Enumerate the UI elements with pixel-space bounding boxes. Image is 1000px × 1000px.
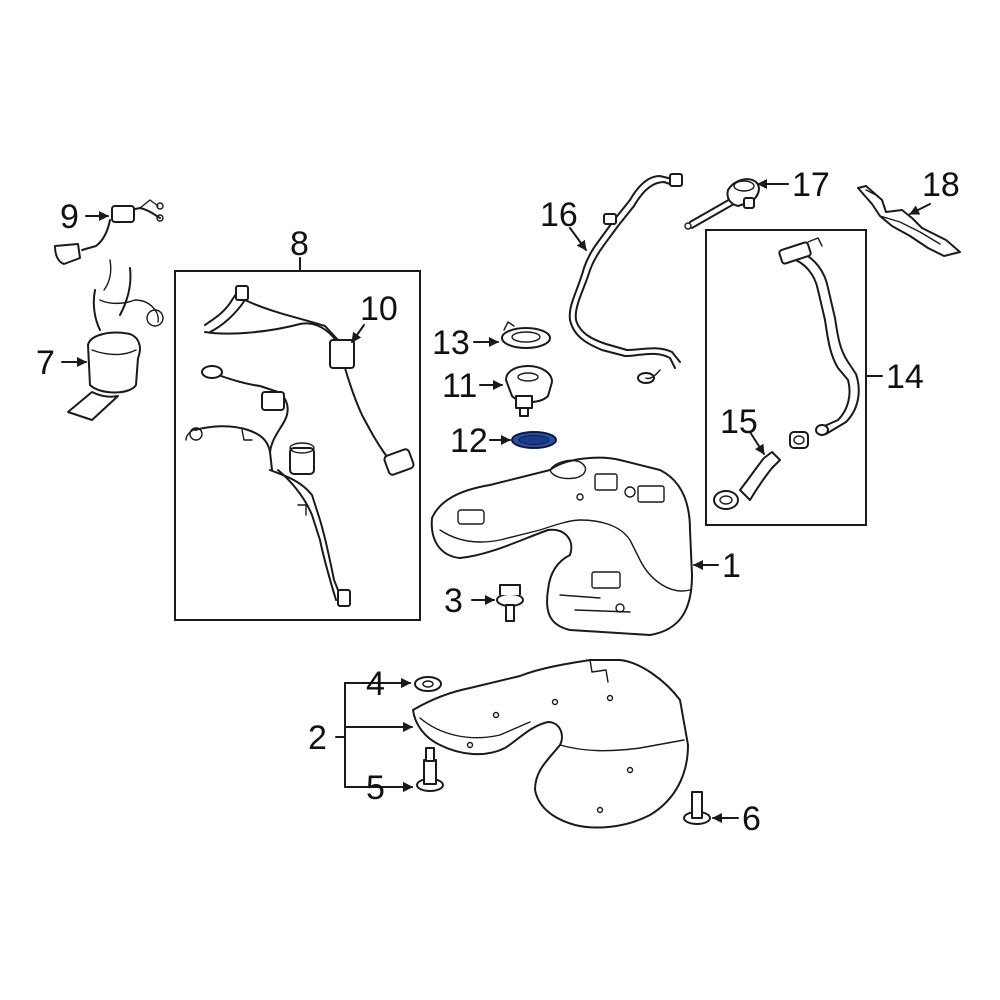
callout-14: 14 xyxy=(886,358,924,396)
lock-ring-part-13[interactable] xyxy=(501,321,551,349)
fuel-tank-shield-part[interactable] xyxy=(412,659,689,829)
callout-9: 9 xyxy=(60,198,79,236)
callout-17: 17 xyxy=(792,166,830,204)
callout-13: 13 xyxy=(432,324,470,362)
callout-18: 18 xyxy=(922,166,960,204)
callout-16: 16 xyxy=(540,196,578,234)
callout-5: 5 xyxy=(366,769,385,807)
stud-part-5[interactable] xyxy=(416,747,444,792)
stud-part-6[interactable] xyxy=(683,791,711,825)
callout-1: 1 xyxy=(722,547,741,585)
callout-10: 10 xyxy=(360,290,398,328)
heat-shield-part-18[interactable] xyxy=(857,185,961,257)
wiring-connector-part-9[interactable] xyxy=(54,199,164,265)
sender-wire-part-10[interactable] xyxy=(204,285,415,476)
vent-line-part-16[interactable] xyxy=(568,173,683,384)
callout-7: 7 xyxy=(36,344,55,382)
bolt-part-3[interactable] xyxy=(496,584,524,622)
fuel-sender-assembly-part-8[interactable] xyxy=(185,365,351,607)
callout-8: 8 xyxy=(290,225,309,263)
leader-lines xyxy=(61,179,931,823)
gasket-part-12[interactable] xyxy=(511,431,557,449)
group-box-8 xyxy=(174,270,421,621)
callout-6: 6 xyxy=(742,800,761,838)
group-box-14 xyxy=(705,229,867,526)
vent-valve-part-17[interactable] xyxy=(684,178,760,230)
fuel-pump-part-7[interactable] xyxy=(67,259,164,421)
fuel-tank-part[interactable] xyxy=(430,456,693,636)
callout-11: 11 xyxy=(442,367,477,405)
callout-4: 4 xyxy=(366,665,385,703)
callout-2: 2 xyxy=(308,719,327,757)
washer-part-4[interactable] xyxy=(414,676,442,692)
callout-3: 3 xyxy=(444,582,463,620)
callout-labels: 1 2 3 4 5 6 7 8 9 10 11 12 13 14 15 16 1… xyxy=(36,166,960,838)
filler-pipe-part-14[interactable] xyxy=(778,237,860,436)
callout-12: 12 xyxy=(450,422,488,460)
hose-part-15[interactable] xyxy=(713,431,809,510)
sender-unit-part-11[interactable] xyxy=(505,365,553,417)
callout-15: 15 xyxy=(720,403,758,441)
